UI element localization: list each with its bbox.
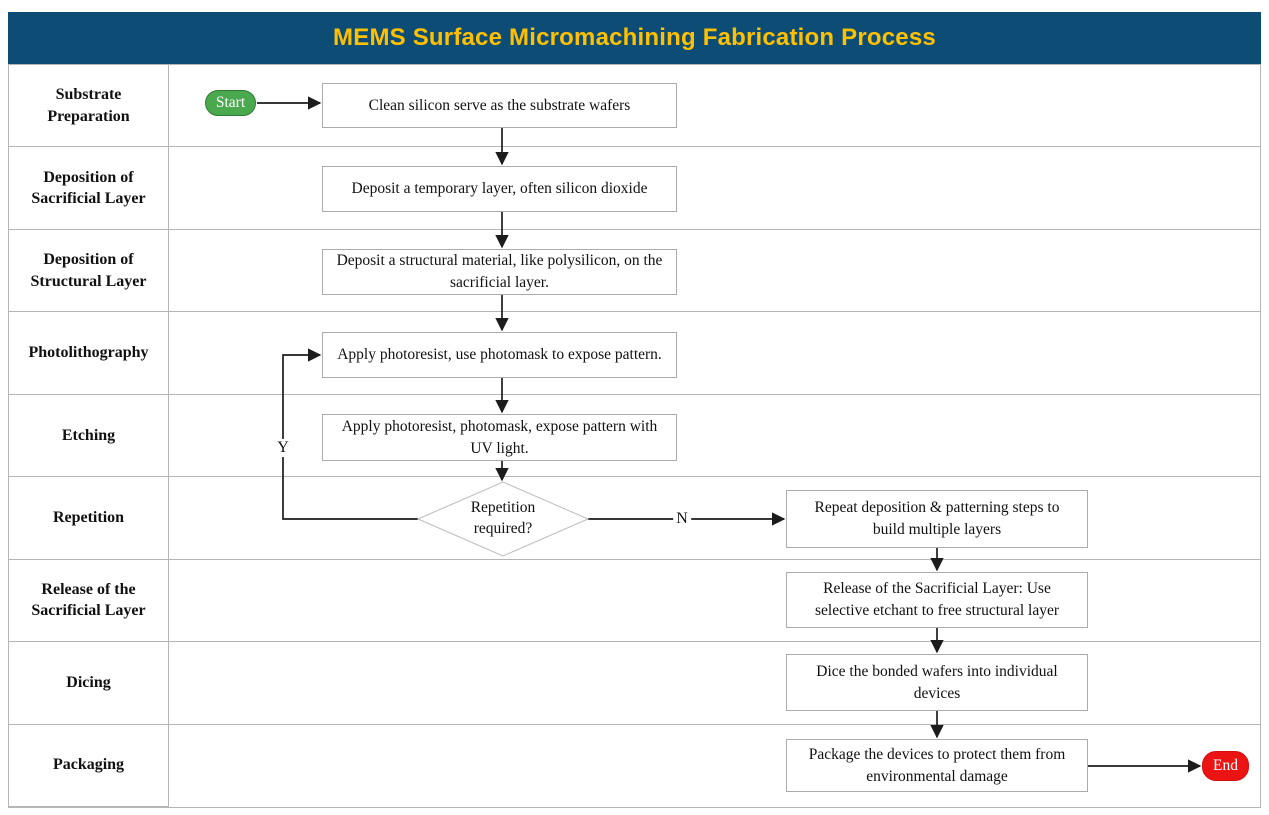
process-box-photolithography: Apply photoresist, use photomask to expo…: [322, 332, 677, 378]
process-box-etching: Apply photoresist, photomask, expose pat…: [322, 414, 677, 461]
process-box-deposit-structural: Deposit a structural material, like poly…: [322, 249, 677, 295]
lane-label-deposition-sacrificial: Deposition of Sacrificial Layer: [9, 147, 169, 230]
process-text: Release of the Sacrificial Layer: Use se…: [815, 580, 1059, 619]
decision-repetition-required: Repetition required?: [443, 488, 563, 550]
process-box-clean-silicon: Clean silicon serve as the substrate waf…: [322, 83, 677, 128]
decision-text: Repetition required?: [470, 499, 536, 537]
lane-label-photolithography: Photolithography: [9, 312, 169, 395]
lane-label-packaging: Packaging: [9, 724, 169, 807]
process-text: Dice the bonded wafers into individual d…: [816, 662, 1058, 702]
lane-label-release-sacrificial: Release of the Sacrificial Layer: [9, 559, 169, 643]
lane-label-substrate-preparation: Substrate Preparation: [9, 65, 169, 148]
lane-row-photolithography: [169, 312, 1260, 395]
lane-row-repetition: [169, 477, 1260, 560]
process-box-repeat-steps: Repeat deposition & patterning steps to …: [786, 490, 1088, 548]
lane-row-dicing: [169, 642, 1260, 725]
lane-label-deposition-structural: Deposition of Structural Layer: [9, 229, 169, 313]
process-text: Deposit a temporary layer, often silicon…: [351, 180, 648, 198]
branch-label-yes: Y: [274, 439, 292, 457]
start-label: Start: [215, 94, 246, 111]
process-box-release-sacrificial: Release of the Sacrificial Layer: Use se…: [786, 572, 1088, 628]
lane-label-repetition: Repetition: [9, 477, 169, 560]
process-text: Package the devices to protect them from…: [808, 745, 1066, 785]
lane-label-dicing: Dicing: [9, 642, 169, 725]
end-label: End: [1213, 757, 1238, 774]
lane-row-release-sacrificial: [169, 560, 1260, 643]
process-text: Apply photoresist, use photomask to expo…: [337, 346, 662, 364]
process-text: Repeat deposition & patterning steps to …: [814, 499, 1060, 538]
process-box-packaging: Package the devices to protect them from…: [786, 739, 1088, 792]
lane-label-etching: Etching: [9, 394, 169, 478]
lane-row-deposition-sacrificial: [169, 147, 1260, 230]
lane-row-deposition-structural: [169, 230, 1260, 313]
lane-row-substrate-preparation: [169, 65, 1260, 148]
lane-row-packaging: [169, 725, 1260, 807]
start-node: Start: [205, 90, 256, 116]
branch-label-no: N: [673, 510, 691, 528]
process-box-dicing: Dice the bonded wafers into individual d…: [786, 654, 1088, 711]
lane-row-etching: [169, 395, 1260, 478]
process-text: Deposit a structural material, like poly…: [336, 252, 663, 291]
end-node: End: [1202, 751, 1249, 781]
title-bar: MEMS Surface Micromachining Fabrication …: [8, 12, 1261, 64]
process-box-deposit-sacrificial: Deposit a temporary layer, often silicon…: [322, 166, 677, 212]
diagram-title: MEMS Surface Micromachining Fabrication …: [333, 24, 936, 51]
process-text: Clean silicon serve as the substrate waf…: [368, 96, 631, 114]
process-text: Apply photoresist, photomask, expose pat…: [341, 417, 658, 457]
